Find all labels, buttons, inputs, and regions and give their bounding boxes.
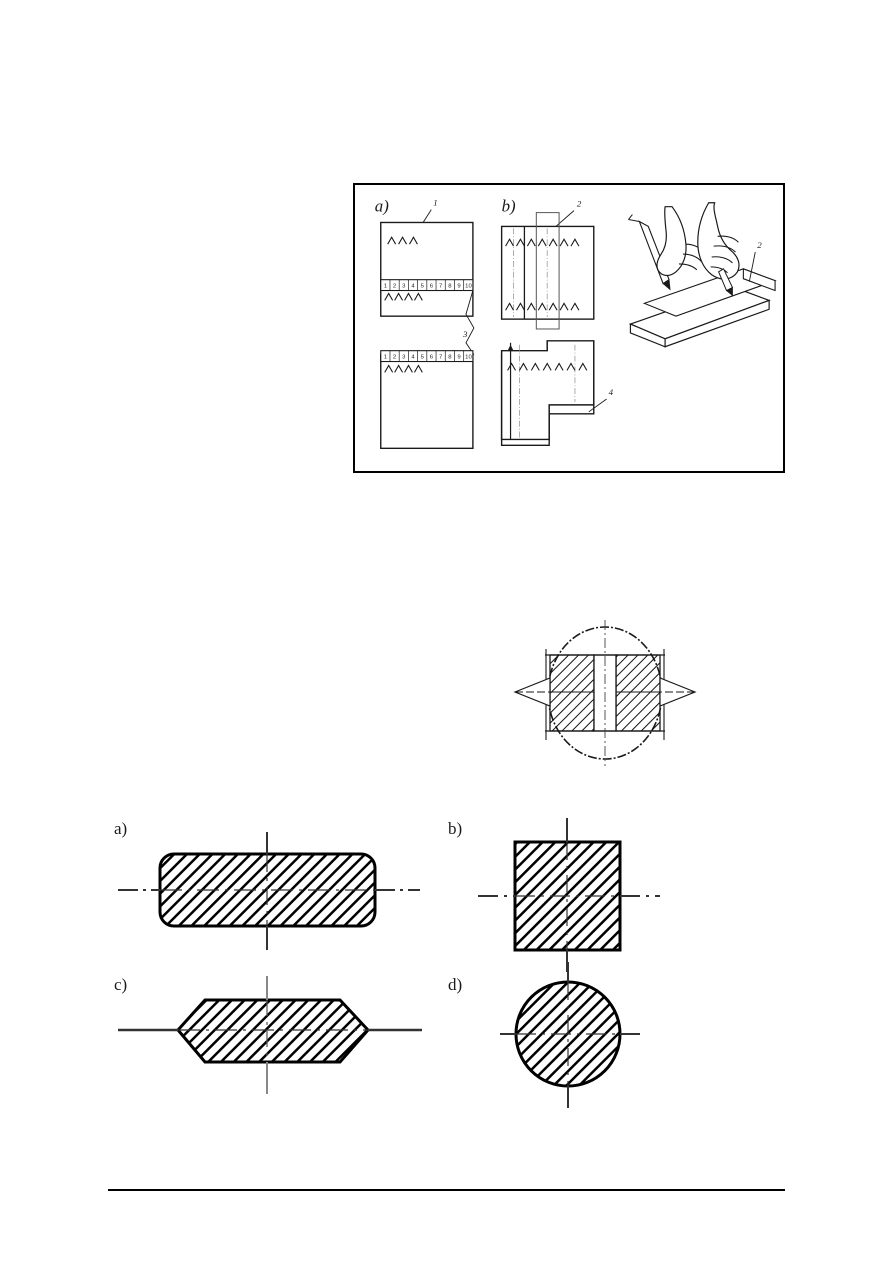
layout-plate-drawing: a) 1	[375, 197, 777, 450]
ruler-tick-7: 7	[439, 284, 442, 290]
hands-scribing-illustration: 2	[628, 202, 777, 348]
ruler2-tick-4: 4	[411, 355, 415, 361]
panel-a-upper-lower-chevrons	[384, 292, 423, 301]
panel-b-upper-chevrons-2	[505, 302, 580, 311]
ruler-tick-4: 4	[411, 284, 415, 290]
panel-b-square-blade	[535, 212, 560, 330]
panel-b-lower-chevrons	[507, 362, 588, 371]
profile-b-shape	[478, 818, 660, 972]
ruler-tick-6: 6	[430, 284, 434, 290]
profile-d-shape	[500, 962, 640, 1108]
panel-a-upper-ruler: 1 2 3 4 5 6 7 8 9 10	[380, 279, 474, 292]
ruler2-tick-6: 6	[430, 355, 434, 361]
ruler2-tick-8: 8	[448, 355, 452, 361]
ruler2-tick-1: 1	[384, 355, 387, 361]
ruler2-tick-7: 7	[439, 355, 442, 361]
callout-4-leader	[588, 398, 607, 413]
panel-a-label: a)	[375, 197, 389, 216]
ruler2-tick-3: 3	[402, 355, 406, 361]
ruler-tick-5: 5	[421, 284, 425, 290]
pictorial-callout-2: 2	[757, 240, 762, 250]
profile-c-shape	[118, 976, 422, 1094]
ruler-tick-1: 1	[384, 284, 387, 290]
footer-rule	[108, 1189, 785, 1191]
ruler2-tick-9: 9	[457, 355, 461, 361]
section-left-body	[549, 654, 595, 732]
figure-profiles: a) b)	[100, 812, 700, 1122]
panel-b-lower-outline	[500, 340, 595, 441]
profile-a-label: a)	[114, 819, 127, 838]
profile-c-label: c)	[114, 975, 127, 994]
callout-2-label: 2	[577, 199, 582, 209]
profiles-drawing: a) b)	[114, 818, 660, 1108]
panel-a-lower-chevrons	[384, 364, 423, 373]
panel-a-upper-chevrons	[387, 236, 418, 245]
panel-b-upper-chevrons	[505, 238, 580, 247]
callout-4-label: 4	[609, 387, 614, 397]
ruler2-tick-10: 10	[465, 355, 472, 361]
profile-b-label: b)	[448, 819, 462, 838]
section-view-drawing	[513, 620, 697, 766]
callout-3-leader	[465, 290, 475, 355]
panel-a-upper-plate	[380, 221, 474, 317]
pictorial-callout-2-leader	[748, 251, 756, 282]
ruler-tick-10: 10	[465, 284, 472, 290]
ruler-tick-9: 9	[457, 284, 461, 290]
callout-1-label: 1	[433, 198, 437, 208]
panel-b-label: b)	[502, 197, 516, 216]
profile-d-label: d)	[448, 975, 462, 994]
section-right-body	[615, 654, 661, 732]
panel-b-upper-plate	[500, 225, 595, 320]
figure-section-view	[512, 612, 698, 774]
profile-a-shape	[118, 832, 420, 950]
panel-a-lower-plate	[380, 353, 474, 450]
ruler2-tick-2: 2	[393, 355, 396, 361]
ruler-tick-8: 8	[448, 284, 452, 290]
panel-a-lower-ruler: 1 2 3 4 5 6 7 8 9 10	[380, 350, 474, 363]
callout-3-label: 3	[462, 329, 468, 339]
ruler-tick-2: 2	[393, 284, 396, 290]
figure-layout-plate: a) 1	[353, 183, 785, 473]
ruler2-tick-5: 5	[421, 355, 425, 361]
ruler-tick-3: 3	[402, 284, 406, 290]
